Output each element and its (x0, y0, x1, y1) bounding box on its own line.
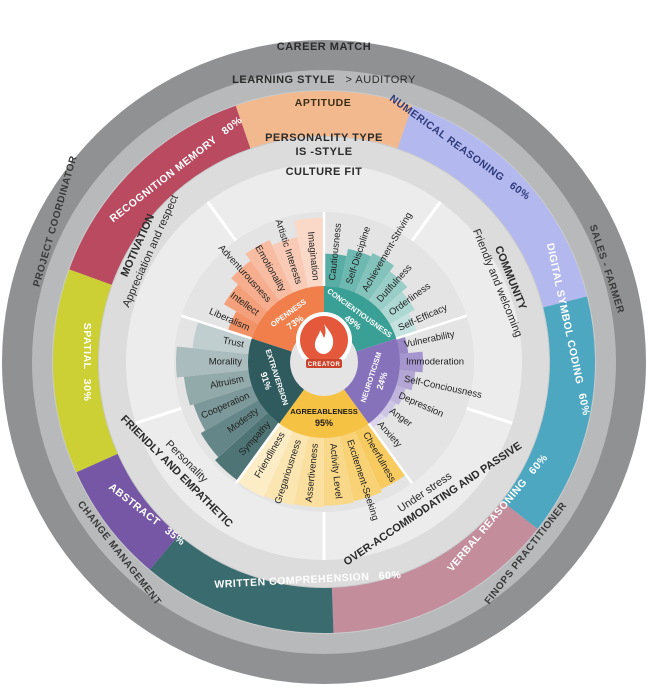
facet-label: Morality (209, 357, 243, 368)
facet-bar-activity-level (324, 436, 354, 506)
facet-bar-artistic-interests (272, 236, 309, 293)
facet-bar-modesty (200, 400, 268, 458)
facet-bar-imagination (293, 217, 324, 288)
learning-style-row: LEARNING STYLE > AUDITORY (232, 70, 416, 87)
aptitude-title: APTITUDE (295, 97, 352, 109)
facet-bar-cheerfulness (354, 423, 406, 490)
aptitude-segment-written-comprehension (149, 535, 334, 633)
facet-bar-vulnerability (396, 335, 409, 355)
aptitude-segment-digital-symbol-coding (502, 296, 595, 529)
culture-dividers (135, 200, 513, 560)
aptitude-segment-numerical-reasoning (397, 105, 587, 308)
trait-bars (175, 217, 424, 508)
facet-bar-morality (175, 346, 249, 378)
facet-bar-adventurousness (231, 260, 280, 312)
facet-bar-liberalism (227, 311, 259, 339)
aptitude-spatial-value: 30% (81, 379, 93, 402)
facet-bar-self-efficacy (389, 313, 417, 339)
aptitude-segment-recognition-memory (69, 105, 251, 285)
culture-divider-4 (206, 200, 238, 242)
facet-bar-anxiety (368, 412, 385, 429)
facet-bar-trust (192, 321, 252, 355)
facet-bar-self-conciousness (396, 369, 416, 391)
aptitude-written-value: 60% (378, 569, 401, 582)
trait-core-extraversion (248, 338, 305, 424)
trait-core-concientiousness (324, 286, 397, 352)
facet-label: Immoderation (406, 357, 464, 368)
facet-bar-immoderation (399, 351, 424, 373)
facet-bar-cautiousness (324, 253, 347, 288)
culture-divider-1 (466, 406, 513, 425)
culture-divider-3 (135, 406, 182, 425)
facet-bar-excitement-seeking (339, 431, 382, 502)
facet-label: Imagination (305, 231, 321, 281)
trait-percent: 95% (315, 418, 333, 428)
facet-bar-achievement-striving (354, 253, 395, 301)
facet-bar-dutifulness (368, 271, 408, 312)
facet-bar-emotionality (245, 239, 294, 301)
facet-bar-gregariousness (264, 431, 309, 506)
learning-style-value: > AUDITORY (346, 74, 416, 86)
trait-core-neuroticism (343, 338, 401, 424)
facet-bar-intellect (223, 284, 268, 324)
facet-bar-altruism (183, 369, 252, 406)
facet-bar-assertiveness (293, 436, 324, 508)
aptitude-segment-aptitude-header (235, 91, 413, 149)
aptitude-digital-value: 60% (576, 392, 592, 417)
flame-icon (314, 324, 334, 354)
aptitude-segment-verbal-reasoning (331, 501, 538, 633)
career-match-title: CAREER MATCH (277, 41, 371, 53)
aptitude-spatial-label: SPATIAL (81, 323, 93, 370)
facet-bar-self-discipline (339, 248, 372, 293)
aptitude-ring (53, 91, 595, 633)
facet-bar-sympathy (215, 412, 280, 481)
trait-core-agreeableness (279, 389, 369, 439)
facet-bar-anger (380, 400, 397, 418)
creator-badge: CREATOR (296, 312, 352, 368)
culture-fit-title: CULTURE FIT (286, 166, 363, 178)
facet-label: Trust (222, 335, 245, 350)
trait-core (248, 286, 401, 439)
facet-bar-depression (389, 385, 406, 406)
trait-label-group: AGREEABLENESS 95% (290, 407, 358, 428)
creator-label-box (306, 359, 342, 368)
creator-label: CREATOR (308, 362, 341, 368)
trait-core-openness (251, 286, 324, 352)
personality-type-title: PERSONALITY TYPE (265, 132, 383, 144)
aptitude-segment-spatial (53, 269, 118, 473)
learning-style-title: LEARNING STYLE (232, 74, 335, 86)
facet-bar-orderliness (380, 291, 415, 324)
facet-bar-cooperation (193, 385, 259, 431)
aptitude-spatial: SPATIAL 30% (81, 323, 93, 402)
trait-name: AGREEABLENESS (290, 407, 358, 416)
aptitude-segment-abstract (76, 453, 179, 570)
culture-divider-0 (410, 200, 442, 242)
facet-bar-friendliness (237, 423, 294, 498)
personality-style-title: IS -STYLE (295, 146, 352, 158)
